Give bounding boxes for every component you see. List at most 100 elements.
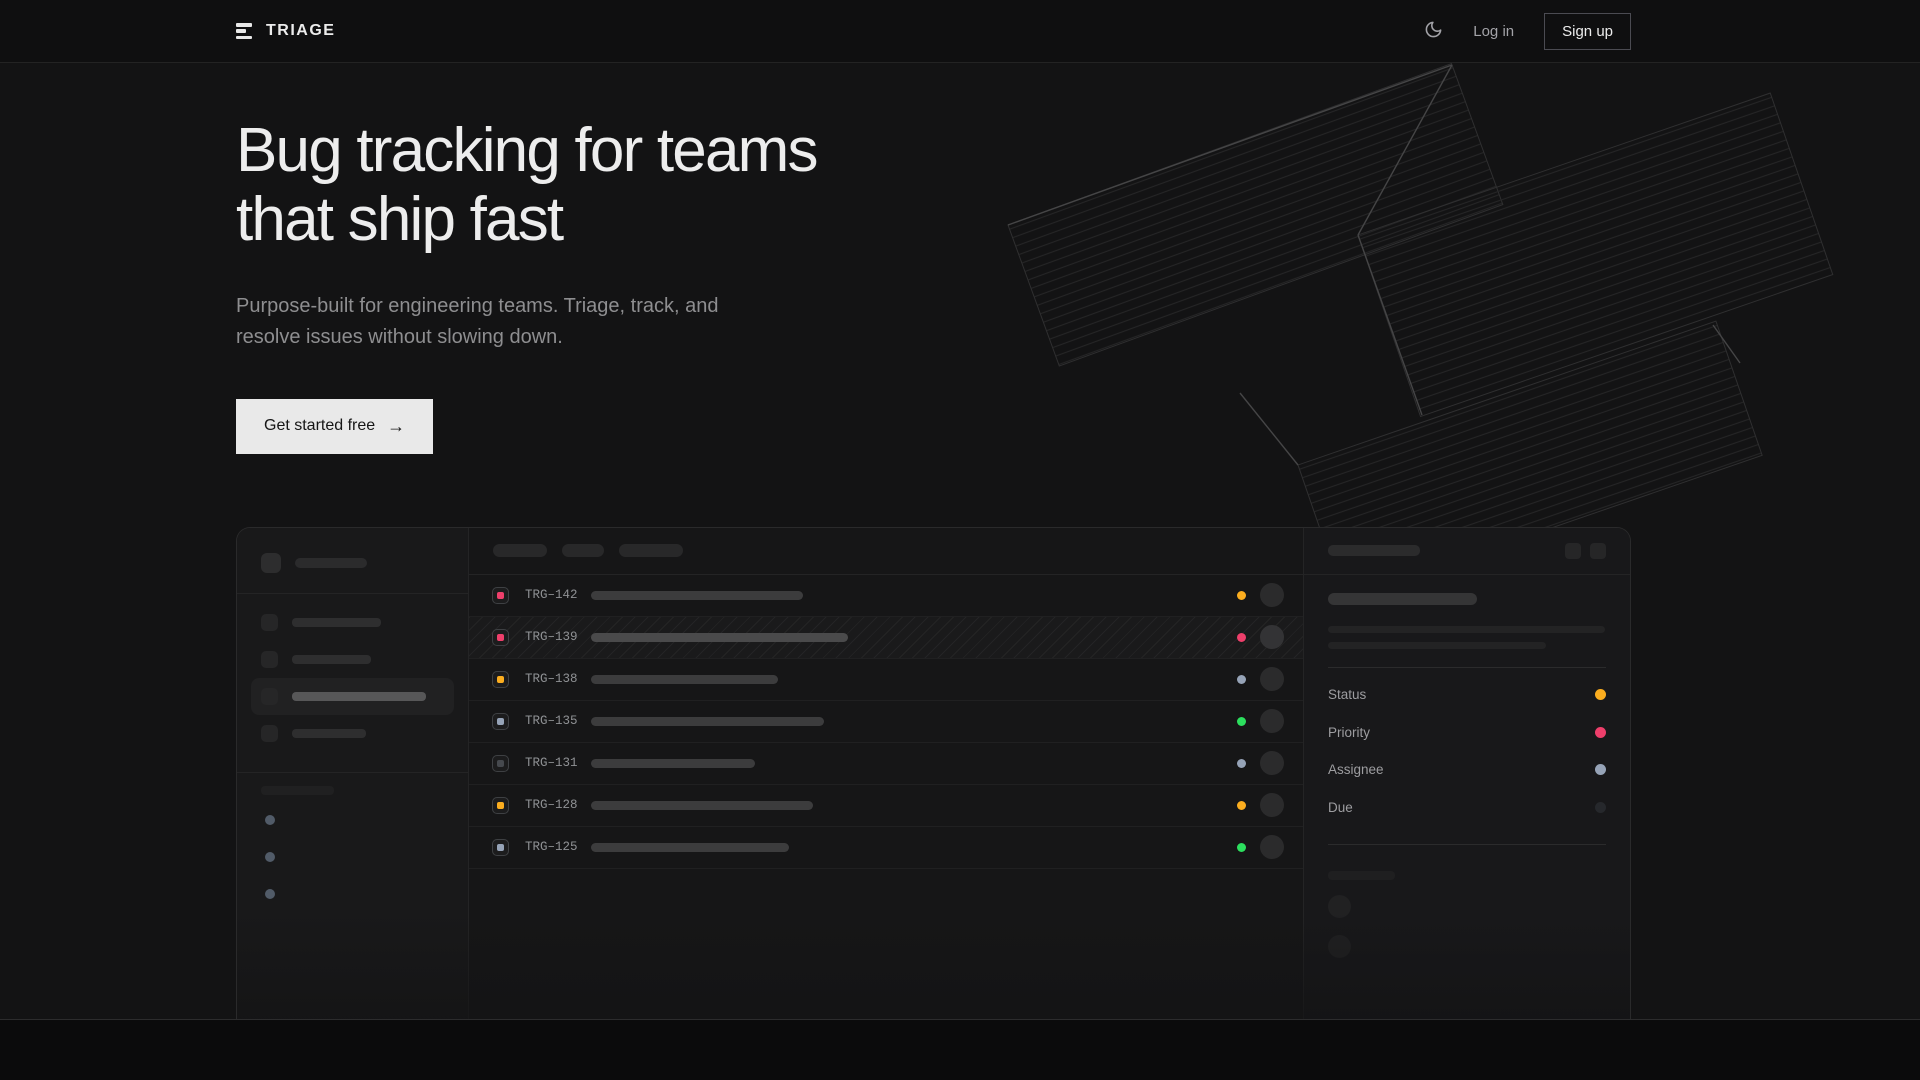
- mockup-detail-panel: Status Priority Assignee Due: [1304, 527, 1630, 1019]
- panel-header-buttons: [1565, 542, 1606, 559]
- issue-type-icon: [492, 796, 509, 814]
- triage-bars-icon: [236, 23, 254, 39]
- status-dot: [1237, 716, 1246, 726]
- issue-row: TRG–135: [469, 701, 1303, 743]
- issue-row: TRG–142: [469, 575, 1303, 617]
- issue-id: TRG–125: [525, 840, 578, 855]
- issue-title-skeleton: [591, 674, 778, 684]
- detail-field-row: Due: [1328, 788, 1606, 826]
- field-value-dot: [1595, 764, 1606, 776]
- login-link[interactable]: Log in: [1473, 22, 1515, 40]
- sidebar-label-dots: [261, 814, 444, 899]
- issue-type-icon: [492, 586, 509, 604]
- page-footer: [0, 1019, 1920, 1080]
- sidebar-item-skeleton: [251, 715, 454, 752]
- issue-title-skeleton: [1328, 592, 1477, 605]
- status-dot: [1237, 632, 1246, 642]
- cta-label: Get started free: [264, 417, 376, 435]
- sidebar-divider: [237, 771, 468, 773]
- theme-toggle-button[interactable]: [1424, 20, 1443, 42]
- issue-title-skeleton: [591, 716, 824, 726]
- panel-title-skeleton: [1328, 545, 1420, 557]
- workspace-name-skeleton: [295, 557, 367, 568]
- sidebar-nav-skeleton: [251, 604, 454, 752]
- issue-row: TRG–139: [469, 616, 1303, 659]
- issue-type-icon: [492, 838, 509, 856]
- label-dot: [265, 814, 275, 825]
- mockup-sidebar: [237, 527, 469, 1019]
- field-label: Assignee: [1328, 762, 1384, 778]
- issue-list: TRG–142 TRG–139 TRG–138 TRG–135: [469, 575, 1303, 869]
- sidebar-item-skeleton: [251, 604, 454, 641]
- detail-panel-body: Status Priority Assignee Due: [1304, 575, 1630, 958]
- issue-title-skeleton: [591, 632, 848, 642]
- workspace-skeleton: [261, 552, 444, 573]
- field-label: Status: [1328, 687, 1367, 703]
- assignee-avatar-skeleton: [1260, 583, 1284, 608]
- filter-pill-skeleton: [493, 544, 547, 558]
- field-label: Due: [1328, 799, 1353, 815]
- mockup-issue-list-column: TRG–142 TRG–139 TRG–138 TRG–135: [469, 527, 1304, 1019]
- description-line-skeleton: [1328, 641, 1546, 649]
- detail-field-row: Assignee: [1328, 751, 1606, 789]
- assignee-avatar-skeleton: [1260, 793, 1284, 818]
- status-dot: [1237, 758, 1246, 768]
- sidebar-divider: [237, 592, 468, 594]
- panel-divider: [1328, 843, 1606, 845]
- detail-field-row: Priority: [1328, 713, 1606, 751]
- issue-type-icon: [492, 754, 509, 772]
- issue-id: TRG–135: [525, 714, 578, 729]
- activity-avatars: [1328, 894, 1606, 958]
- filter-pill-skeleton: [562, 544, 604, 558]
- mockup-list-header: [469, 528, 1303, 575]
- moon-icon: [1424, 20, 1443, 42]
- workspace-avatar-skeleton: [261, 552, 281, 573]
- detail-panel-header: [1304, 528, 1630, 575]
- field-value-dot: [1595, 689, 1606, 701]
- brand-name: TRIAGE: [266, 22, 336, 39]
- assignee-avatar-skeleton: [1260, 625, 1284, 650]
- label-dot: [265, 888, 275, 899]
- issue-id: TRG–139: [525, 630, 578, 645]
- assignee-avatar-skeleton: [1260, 835, 1284, 860]
- issue-row: TRG–128: [469, 785, 1303, 827]
- issue-id: TRG–142: [525, 588, 578, 603]
- status-dot: [1237, 590, 1246, 600]
- description-line-skeleton: [1328, 625, 1605, 633]
- issue-row: TRG–138: [469, 659, 1303, 701]
- issue-row: TRG–131: [469, 743, 1303, 785]
- sidebar-section-label-skeleton: [261, 785, 334, 795]
- top-nav: TRIAGE Log in Sign up: [0, 0, 1920, 63]
- assignee-avatar-skeleton: [1260, 751, 1284, 776]
- field-value-dot: [1595, 801, 1606, 813]
- field-value-dot: [1595, 726, 1606, 738]
- signup-button[interactable]: Sign up: [1544, 12, 1631, 50]
- sidebar-item-skeleton-active: [251, 677, 454, 715]
- status-dot: [1237, 674, 1246, 684]
- issue-title-skeleton: [591, 590, 803, 600]
- detail-fields: Status Priority Assignee Due: [1328, 676, 1606, 826]
- issue-id: TRG–131: [525, 756, 578, 771]
- field-label: Priority: [1328, 724, 1371, 740]
- panel-button-skeleton: [1565, 542, 1581, 559]
- brand[interactable]: TRIAGE: [236, 22, 335, 40]
- issue-title-skeleton: [591, 842, 789, 852]
- issue-type-icon: [492, 712, 509, 730]
- issue-title-skeleton: [591, 758, 755, 768]
- issue-id: TRG–128: [525, 798, 578, 813]
- panel-button-skeleton: [1590, 542, 1606, 559]
- nav-actions: Log in Sign up: [1424, 12, 1631, 50]
- sidebar-item-skeleton: [251, 641, 454, 678]
- assignee-avatar-skeleton: [1260, 709, 1284, 734]
- get-started-button[interactable]: Get started free →: [236, 398, 434, 454]
- activity-label-skeleton: [1328, 870, 1395, 880]
- hero-subtitle: Purpose-built for engineering teams. Tri…: [236, 294, 719, 348]
- status-dot: [1237, 800, 1246, 810]
- issue-type-icon: [492, 628, 509, 646]
- issue-row: TRG–125: [469, 827, 1303, 869]
- detail-field-row: Status: [1328, 676, 1606, 714]
- issue-title-skeleton: [591, 800, 813, 810]
